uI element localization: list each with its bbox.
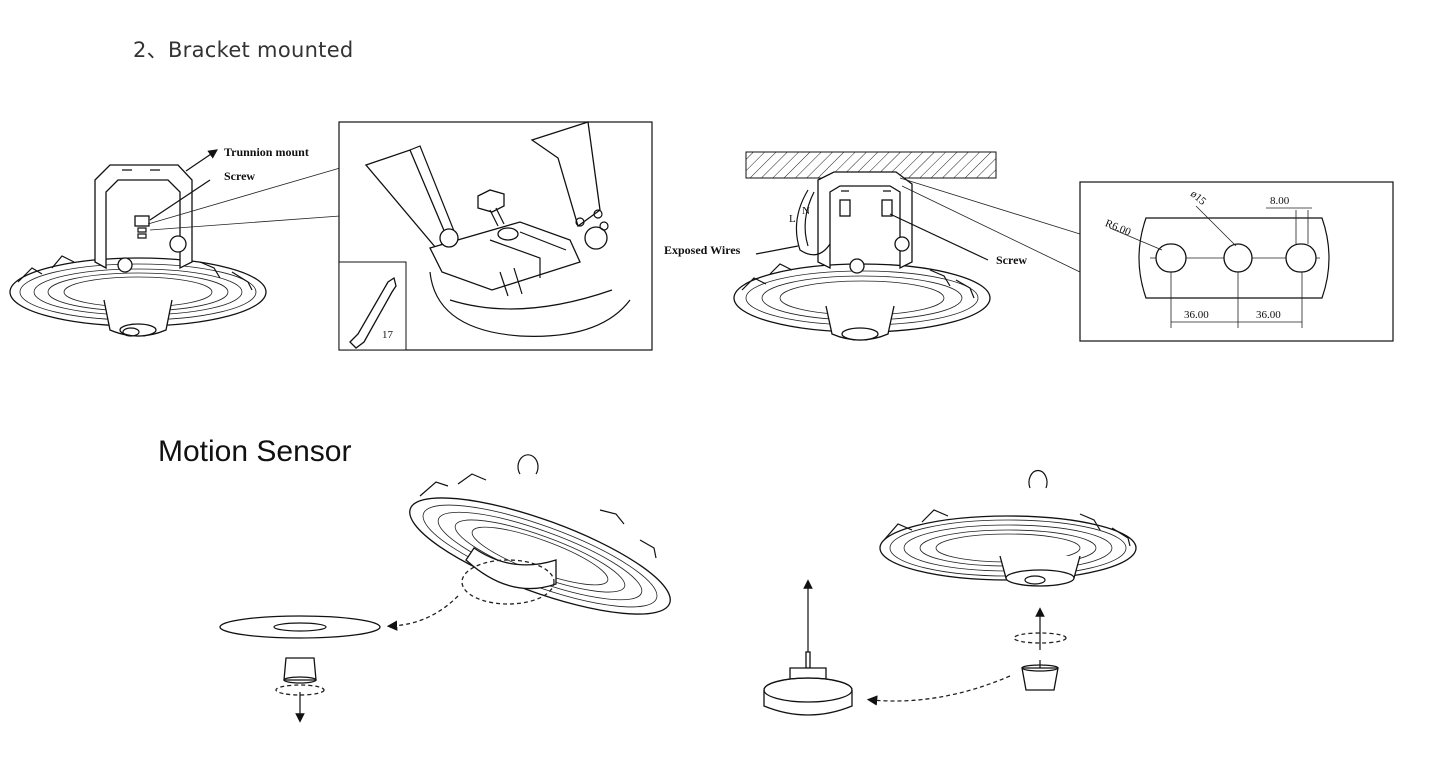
width-dim: 8.00: [1270, 195, 1290, 207]
bracket-zoom-detail: 17: [338, 121, 653, 351]
left-highbay-fixture: Trunnion mount Screw: [9, 145, 341, 337]
wrench-size-label: 17: [382, 329, 394, 341]
screw-label-right: Screw: [996, 253, 1027, 267]
section-heading: 2、Bracket mounted: [133, 38, 354, 62]
right-highbay-fixture: L N Exposed Wires Screw: [664, 151, 1081, 341]
mounting-hole-dimensions: 36.00 36.00 8.00 ø15 R6.00: [1079, 181, 1394, 342]
motion-sensor-title: Motion Sensor: [158, 435, 352, 468]
svg-text:N: N: [802, 205, 810, 217]
trunnion-mount-label: Trunnion mount: [224, 145, 309, 159]
spacing-left-dim: 36.00: [1184, 309, 1209, 321]
sensor-removal-diagram: [219, 454, 671, 723]
screw-label-left: Screw: [224, 169, 255, 183]
exposed-wires-label: Exposed Wires: [664, 243, 741, 257]
sensor-install-diagram: [763, 469, 1137, 716]
svg-text:L: L: [789, 213, 796, 225]
spacing-right-dim: 36.00: [1256, 309, 1281, 321]
